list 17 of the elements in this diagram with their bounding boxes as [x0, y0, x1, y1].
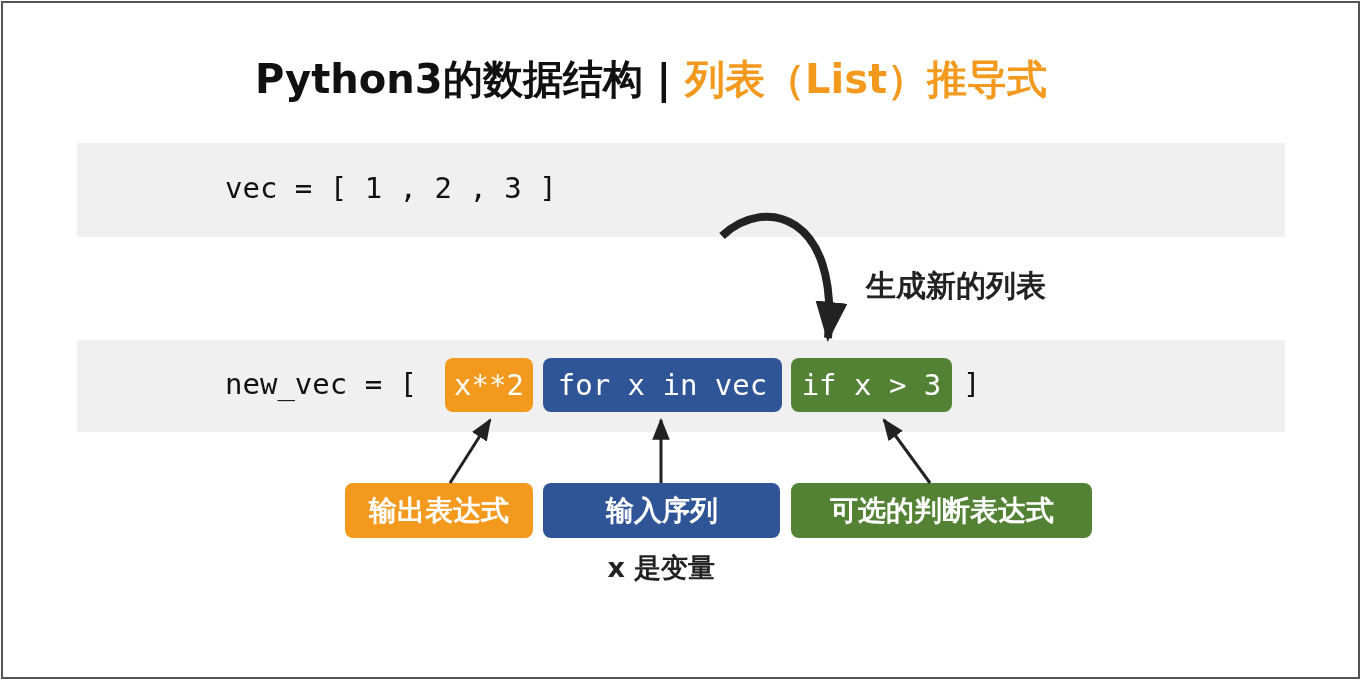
label-box: 可选的判断表达式	[791, 483, 1092, 538]
arrow	[882, 418, 932, 484]
code-text: new_vec = [	[225, 367, 418, 401]
code-text: vec = [ 1 , 2 , 3 ]	[225, 171, 557, 205]
code-chip: if x > 3	[791, 358, 952, 412]
code-band	[77, 143, 1285, 237]
arrow	[448, 418, 492, 484]
label-box: 输出表达式	[345, 483, 533, 538]
arrow	[719, 212, 846, 342]
arrow	[652, 417, 670, 483]
title: Python3的数据结构 | 列表（List）推导式	[255, 55, 1048, 105]
code-chip: x**2	[445, 358, 533, 412]
code-band	[77, 340, 1285, 432]
label-box: 输入序列	[543, 483, 780, 538]
code-chip: for x in vec	[543, 358, 782, 412]
code-text: ]	[963, 367, 981, 401]
caption-text: x 是变量	[606, 551, 717, 585]
